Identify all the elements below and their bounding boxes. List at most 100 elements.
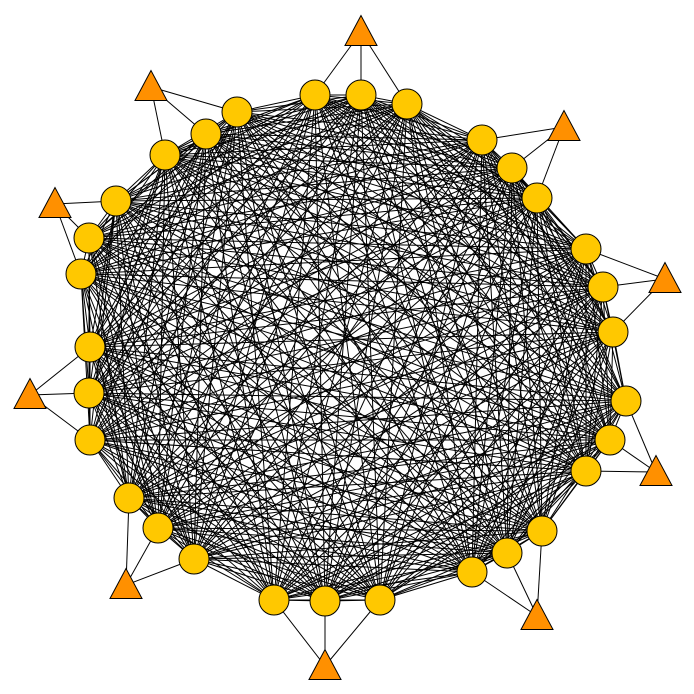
edge-line xyxy=(536,197,543,532)
edge-line xyxy=(80,273,611,441)
edge-line xyxy=(506,331,614,554)
triangle-node xyxy=(648,261,682,293)
edge-line xyxy=(609,331,614,441)
edge-line xyxy=(89,439,543,532)
circle-node xyxy=(570,455,602,487)
edge-line xyxy=(115,94,362,202)
edge-line xyxy=(115,200,604,288)
edge-line xyxy=(236,111,604,288)
circle-node xyxy=(391,88,423,120)
edge-line xyxy=(273,103,408,601)
edge-line xyxy=(88,139,483,239)
triangle-node xyxy=(520,598,554,630)
edge-line xyxy=(89,286,604,348)
edge-line xyxy=(128,331,614,499)
circle-node xyxy=(466,124,498,156)
edge-line xyxy=(236,111,627,402)
edge-line xyxy=(273,139,483,601)
edge-line xyxy=(236,111,473,573)
edge-line xyxy=(80,273,473,573)
edge-line xyxy=(115,200,614,333)
circle-node xyxy=(73,222,105,254)
edge-line xyxy=(236,94,362,113)
edge-line xyxy=(115,197,538,202)
edge-line xyxy=(88,331,614,394)
edge-line xyxy=(157,470,587,529)
triangle-node xyxy=(344,14,378,46)
edge-line xyxy=(164,154,508,554)
edge-line xyxy=(128,497,508,554)
edge-line xyxy=(115,200,473,573)
edge-line xyxy=(205,133,611,441)
edge-line xyxy=(80,94,316,275)
circle-node xyxy=(364,584,396,616)
edge-line xyxy=(80,133,207,275)
edge-line xyxy=(471,331,614,573)
edge-line xyxy=(541,286,604,532)
edge-line xyxy=(236,111,587,250)
edge-line xyxy=(80,273,543,532)
edge-line xyxy=(164,154,611,441)
edge-line xyxy=(273,439,611,601)
edge-line xyxy=(379,286,604,601)
edge-line xyxy=(88,392,195,560)
circle-node xyxy=(570,233,602,265)
edge-line xyxy=(88,237,614,333)
edge-line xyxy=(128,439,611,499)
edge-line xyxy=(236,111,275,601)
edge-line xyxy=(157,154,166,529)
edge-line xyxy=(115,200,627,402)
edge-line xyxy=(88,237,587,250)
edge-line xyxy=(324,286,604,602)
edge-line xyxy=(157,527,326,602)
circle-node xyxy=(74,424,106,456)
triangle-node xyxy=(547,109,581,141)
edge-line xyxy=(89,400,627,441)
edge-line xyxy=(88,111,238,394)
edge-line xyxy=(115,167,513,202)
edge-line xyxy=(541,331,614,532)
edge-line xyxy=(80,273,587,472)
edge-line xyxy=(80,139,483,275)
edge-line xyxy=(80,273,275,601)
edge-line xyxy=(89,103,408,348)
edge-line xyxy=(115,200,275,601)
edge-line xyxy=(89,346,159,529)
edge-line xyxy=(273,197,538,601)
edge-line xyxy=(236,111,513,169)
edge-line xyxy=(481,139,627,402)
edge-line xyxy=(89,346,543,532)
edge-line xyxy=(128,497,473,573)
edge-line xyxy=(205,133,508,554)
edge-line xyxy=(324,571,473,602)
edge-line xyxy=(193,111,238,560)
edge-line xyxy=(157,111,238,529)
edge-line xyxy=(236,111,508,554)
edge-line xyxy=(89,200,117,348)
edge-line xyxy=(314,94,508,554)
edge-line xyxy=(236,111,611,441)
edge-line xyxy=(89,346,473,573)
edge-line xyxy=(205,103,408,135)
edge-line xyxy=(236,111,538,199)
edge-line xyxy=(236,111,381,601)
edge-line xyxy=(88,237,543,532)
circle-node xyxy=(73,377,105,409)
edge-line xyxy=(193,133,207,560)
edge-line xyxy=(314,94,326,602)
circle-node xyxy=(597,316,629,348)
edge-line xyxy=(88,392,381,601)
triangle-node xyxy=(639,454,673,486)
edge-line xyxy=(273,331,614,601)
edge-line xyxy=(89,346,326,602)
edge-line xyxy=(193,197,538,560)
edge-line xyxy=(205,133,627,402)
edge-line xyxy=(89,439,381,601)
edge-line xyxy=(115,200,611,441)
triangle-node xyxy=(13,377,47,409)
edge-line xyxy=(205,133,587,250)
edge-line xyxy=(506,470,587,554)
edge-line xyxy=(115,200,543,532)
edge-line xyxy=(379,103,408,601)
